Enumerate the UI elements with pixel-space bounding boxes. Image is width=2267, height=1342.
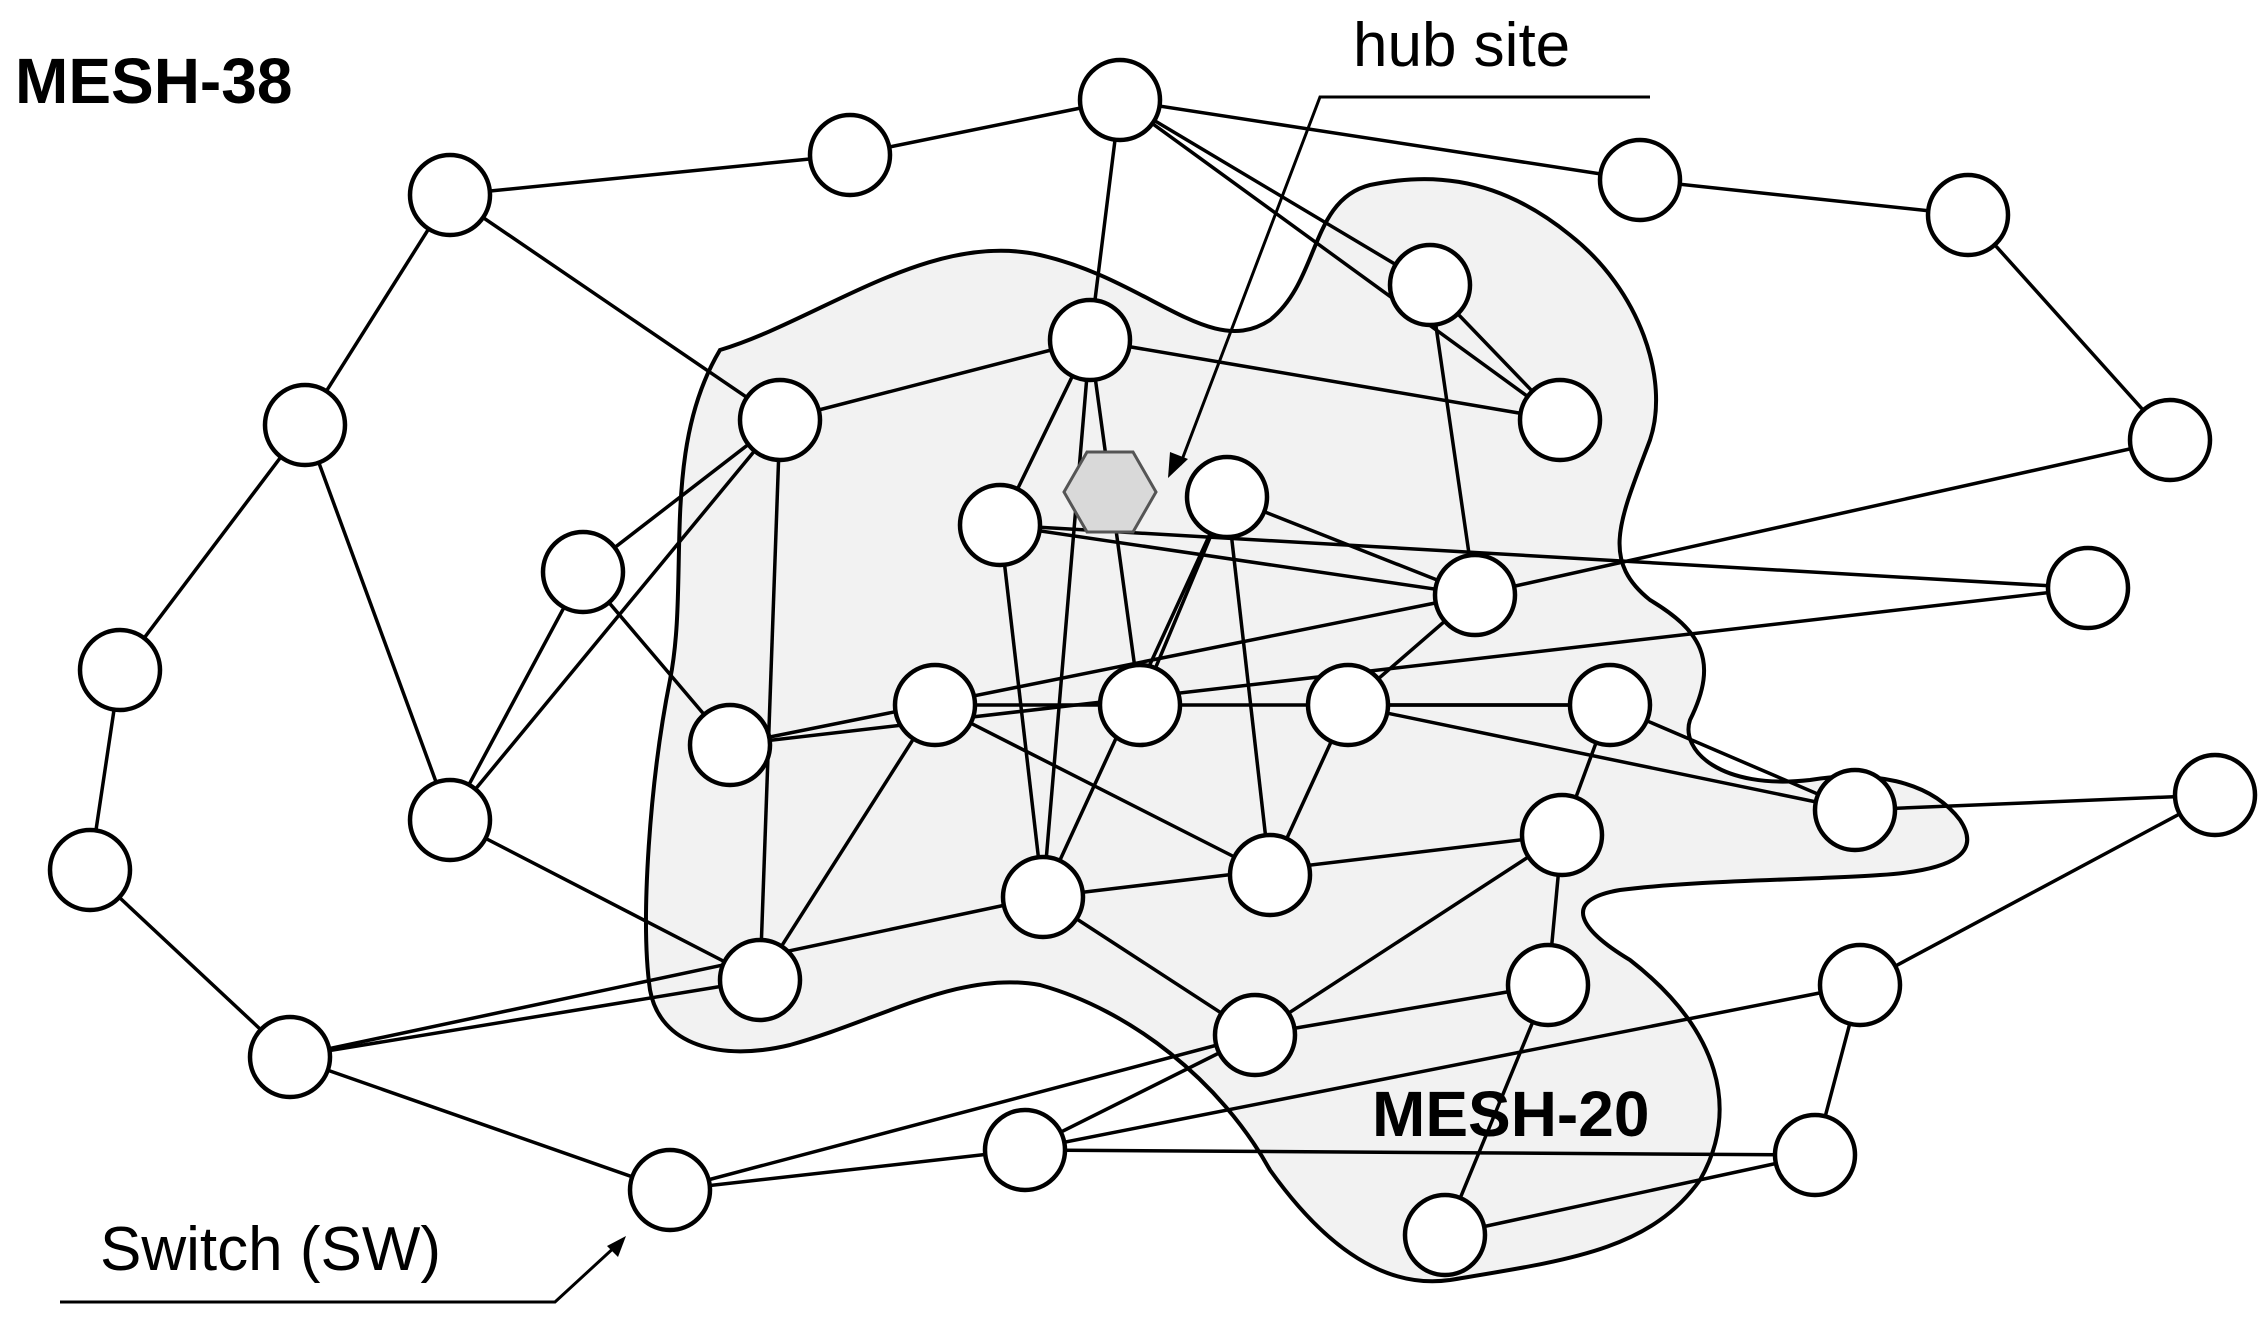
switch-node	[627, 1147, 713, 1233]
switch-node	[717, 937, 803, 1023]
edge-n24-n33	[1609, 703, 1856, 812]
edge-n21-n25	[934, 703, 1271, 877]
edge-n20-n21	[758, 704, 937, 981]
switch-node	[2172, 752, 2258, 838]
edge-n33-n34	[1854, 793, 2216, 812]
edge-n2-n3	[1119, 98, 1641, 182]
switch-node	[2127, 397, 2213, 483]
hub-site-arrowhead	[1168, 452, 1188, 478]
edge-n13-n14	[448, 571, 585, 821]
edge-n12-n20	[758, 419, 782, 981]
switch-node	[1517, 377, 1603, 463]
switch-node	[1519, 792, 1605, 878]
edge-n27-n11	[88, 868, 292, 1059]
switch-leader-line	[60, 1242, 620, 1304]
edge-n27-n28	[289, 1055, 671, 1192]
edge-n4-n5	[1966, 213, 2172, 442]
edge-n19-n26	[998, 524, 1045, 898]
edge-n3-n4	[1639, 178, 1969, 217]
edge-n16-n5	[1474, 438, 2171, 597]
switch-node	[892, 662, 978, 748]
edge-n14-n20	[449, 818, 761, 982]
edge-n23-n33	[1347, 703, 1856, 812]
switch-node	[737, 377, 823, 463]
edge-n9-n14	[303, 424, 452, 821]
switch-node	[1817, 942, 1903, 1028]
switch-node	[47, 827, 133, 913]
edge-n0-n1	[449, 153, 851, 197]
edge-n29-n35	[1024, 983, 1861, 1152]
switch-node	[407, 152, 493, 238]
edge-n12-n14	[448, 418, 782, 822]
switch-node	[2045, 545, 2131, 631]
mesh-20-label: MESH-20	[1372, 1078, 1649, 1150]
edge-n6-n16	[1428, 284, 1477, 596]
switch-node	[1505, 942, 1591, 1028]
edge-n28-n29	[669, 1148, 1026, 1192]
mesh-20-region	[644, 177, 1970, 1284]
edge-n0-n9	[303, 194, 452, 426]
switch-node	[1597, 137, 1683, 223]
edge-n0-n12	[449, 193, 781, 422]
nodes-group	[47, 57, 2258, 1278]
hub-site-hexagon	[1062, 450, 1158, 534]
edge-n26-n27	[289, 895, 1044, 1059]
edge-n1-n2	[849, 98, 1121, 157]
edge-n16-n19	[999, 523, 1476, 597]
switch-node	[247, 1014, 333, 1100]
edge-n31-n37	[1443, 984, 1550, 1236]
edge-n18-n25	[1225, 496, 1272, 876]
edge-n32-n30	[1254, 833, 1563, 1037]
edge-n2-n6	[1119, 98, 1431, 287]
switch-node	[1925, 172, 2011, 258]
switch-node	[957, 482, 1043, 568]
edge-n30-n29	[1024, 1033, 1256, 1152]
switch-node	[1227, 832, 1313, 918]
edge-n8-n26	[1041, 339, 1092, 898]
hub-site-label: hub site	[1353, 11, 1570, 80]
edge-n29-n36	[1024, 1148, 1816, 1157]
switch-node	[687, 702, 773, 788]
edge-n36-n37	[1444, 1153, 1816, 1237]
switch-node	[1402, 1192, 1488, 1278]
switch-node	[1567, 662, 1653, 748]
mesh-38-label: MESH-38	[15, 45, 292, 117]
switch-node	[1077, 57, 1163, 143]
edge-n28-n30	[669, 1033, 1256, 1192]
switch-arrowhead	[607, 1236, 626, 1257]
edge-n19-n17	[999, 523, 2089, 590]
switch-node	[1097, 662, 1183, 748]
switch-node	[1812, 767, 1898, 853]
switch-node	[807, 112, 893, 198]
edge-n8-n12	[779, 338, 1091, 422]
edge-n20-n27	[289, 978, 761, 1059]
edge-n8-n7	[1089, 338, 1561, 422]
edge-n2-n7	[1118, 98, 1562, 422]
switch-node	[1184, 454, 1270, 540]
switch-node	[540, 529, 626, 615]
switch-node	[1305, 662, 1391, 748]
switch-node	[982, 1107, 1068, 1193]
switch-node	[1212, 992, 1298, 1078]
switch-node	[1000, 854, 1086, 940]
switch-node	[1432, 552, 1518, 638]
edge-n15-n16	[729, 593, 1476, 747]
switch-node	[77, 627, 163, 713]
switch-node	[407, 777, 493, 863]
switch-node	[1047, 297, 1133, 383]
switch-label: Switch (SW)	[100, 1215, 441, 1284]
hub-site-leader-line	[1178, 95, 1650, 466]
edge-n9-n10	[118, 423, 307, 672]
switch-node	[1772, 1112, 1858, 1198]
edge-n31-n30	[1254, 983, 1549, 1037]
edge-n34-n35	[1859, 793, 2216, 987]
switch-node	[1387, 242, 1473, 328]
switch-node	[262, 382, 348, 468]
edges-group	[88, 98, 2216, 1237]
